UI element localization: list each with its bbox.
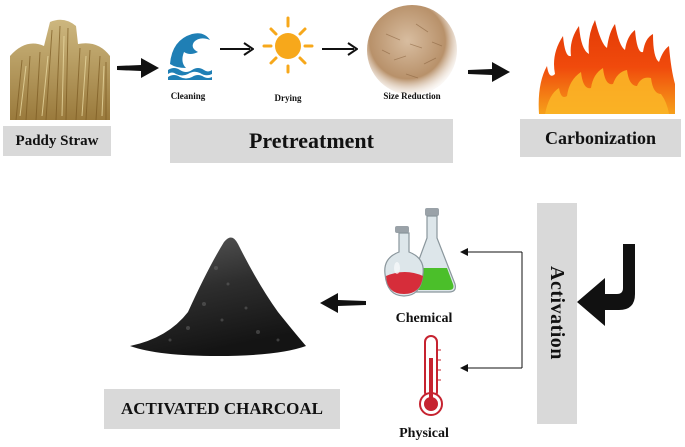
curved-arrow-to-activation bbox=[577, 244, 635, 326]
arrow-drying-to-size-reduction bbox=[322, 42, 358, 56]
thermometer-icon bbox=[419, 335, 443, 416]
activated-charcoal-label: ACTIVATED CHARCOAL bbox=[104, 389, 340, 429]
water-wave-icon bbox=[168, 33, 212, 80]
drying-label: Drying bbox=[274, 93, 302, 103]
carbonization-label: Carbonization bbox=[520, 119, 681, 157]
activation-branch-lines bbox=[460, 248, 523, 372]
activation-label: Activation bbox=[546, 266, 568, 360]
fire-icon bbox=[538, 20, 675, 114]
size-reduction-label: Size Reduction bbox=[383, 91, 441, 101]
ground-straw-disc bbox=[367, 5, 457, 95]
activation-box bbox=[537, 203, 577, 424]
arrow-cleaning-to-drying bbox=[220, 42, 254, 56]
arrow-straw-to-pretreatment bbox=[117, 58, 159, 78]
pretreatment-label: Pretreatment bbox=[170, 119, 453, 163]
physical-label: Physical bbox=[399, 426, 449, 441]
paddy-straw-image bbox=[6, 16, 114, 120]
chemical-label: Chemical bbox=[395, 311, 453, 326]
charcoal-pile bbox=[130, 237, 306, 356]
sun-icon bbox=[262, 16, 314, 74]
arrow-pretreatment-to-carbonization bbox=[468, 62, 510, 82]
paddy-straw-label: Paddy Straw bbox=[3, 126, 111, 156]
cleaning-label: Cleaning bbox=[170, 91, 206, 101]
arrow-activation-to-charcoal bbox=[320, 293, 366, 313]
flasks-icon bbox=[384, 208, 456, 297]
